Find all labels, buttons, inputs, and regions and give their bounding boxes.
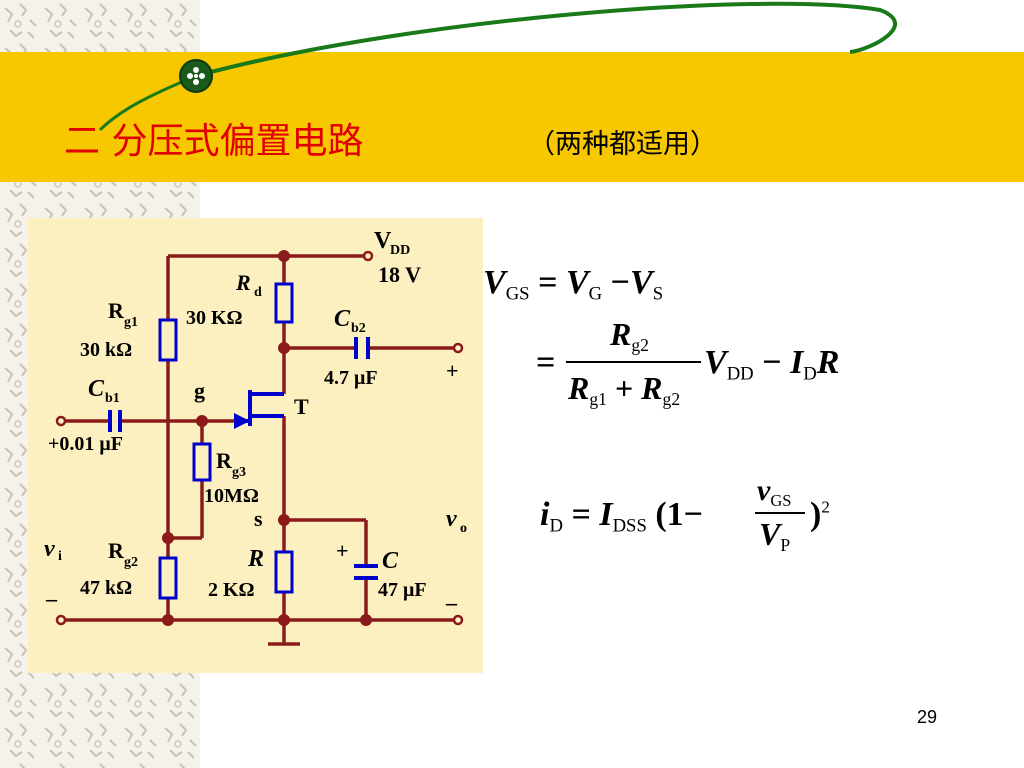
f3-num: v <box>757 474 771 507</box>
cb1-label: C <box>88 376 105 402</box>
jfet-gate-arrow <box>234 413 250 429</box>
f1-lhs-sub: GS <box>505 283 530 305</box>
r-value: 2 KΩ <box>208 579 255 601</box>
f2-i-sub: D <box>803 363 817 385</box>
rg2-label: R <box>108 538 125 563</box>
f3-i: I <box>599 496 613 533</box>
f3-power: 2 <box>821 497 830 517</box>
f2-num-sub: g2 <box>631 335 649 356</box>
formula-vgs: VGS = VG −VS <box>483 264 663 306</box>
f1-eq: = <box>538 264 558 301</box>
resistors <box>158 282 294 600</box>
cb2-value: 4.7 μF <box>324 367 378 389</box>
f3-lhs: i <box>540 496 550 533</box>
rg3-label: R <box>216 448 233 473</box>
output-plus-label: + <box>446 358 459 383</box>
terminals <box>55 250 464 626</box>
f2-minus: − <box>762 344 782 381</box>
vi-sub: i <box>58 549 62 564</box>
vi-label: v <box>44 536 55 562</box>
rg2-sub: g2 <box>124 555 138 570</box>
rg3-sub: g3 <box>232 465 246 480</box>
f2-denominator: Rg1 + Rg2 <box>568 370 680 410</box>
cb2-label: C <box>334 306 351 332</box>
rg1-label: R <box>108 298 125 323</box>
circuit-wires <box>66 254 454 646</box>
circuit-diagram: V DD 18 V R d 30 KΩ C b2 4.7 μF R g1 30 … <box>44 228 467 646</box>
rg2-value: 47 kΩ <box>80 577 132 599</box>
f2-numerator: Rg2 <box>610 316 649 356</box>
f2-den-b: R <box>641 370 663 406</box>
junction-dots <box>162 250 372 626</box>
f3-i-sub: DSS <box>612 515 647 537</box>
f1-a-sub: G <box>588 283 603 305</box>
page-number: 29 <box>917 707 938 727</box>
vdd-label: V <box>374 228 392 254</box>
f2-den-b-sub: g2 <box>662 389 681 410</box>
vo-sub: o <box>460 521 467 536</box>
rd-value: 30 KΩ <box>186 307 243 329</box>
f3-den: V <box>759 516 781 552</box>
f2-i: I <box>790 344 804 381</box>
f2-den-a: R <box>568 370 590 406</box>
f2-den-plus: + <box>614 370 634 406</box>
output-minus-label: – <box>445 590 458 615</box>
t-label: T <box>294 394 309 419</box>
vdd-value: 18 V <box>378 262 421 287</box>
cb2-sub: b2 <box>351 321 366 336</box>
capacitors <box>108 337 378 580</box>
rg1-value: 30 kΩ <box>80 339 132 361</box>
f1-lhs: V <box>483 264 506 301</box>
circuit-panel <box>28 218 483 673</box>
f3-eq: = <box>571 496 591 533</box>
slide-subtitle: （两种都适用） <box>528 129 717 160</box>
f3-den-sub: P <box>780 535 791 556</box>
f3-lhs-sub: D <box>549 515 563 537</box>
f1-minus: − <box>610 264 631 301</box>
f3-open: (1− <box>655 496 704 533</box>
formula-vdd-idr: VDD − IDR <box>704 344 839 386</box>
c-label: C <box>382 548 399 574</box>
formula-id: iD = IDSS (1− <box>540 496 703 538</box>
slide-title: 二 分压式偏置电路 <box>64 121 364 162</box>
f3-num-sub: GS <box>770 490 792 510</box>
input-minus-label: – <box>45 586 58 611</box>
f3-close: ) <box>810 496 822 533</box>
f2-eq: = <box>536 344 556 381</box>
f3-close-group: )2 <box>810 496 830 534</box>
rd-sub: d <box>254 285 262 300</box>
f3-fraction-bar <box>755 512 805 514</box>
f3-denominator: VP <box>759 516 790 556</box>
f2-num: R <box>610 316 632 352</box>
vdd-sub: DD <box>390 243 410 258</box>
rg1-sub: g1 <box>124 315 138 330</box>
f2-fraction-bar <box>566 361 701 363</box>
r-label: R <box>247 546 264 572</box>
f3-numerator: vGS <box>757 474 791 511</box>
bullet-badge-icon <box>179 59 213 93</box>
f1-b-sub: S <box>652 283 664 305</box>
vo-label: v <box>446 506 457 532</box>
cb1-sub: b1 <box>105 391 120 406</box>
cb1-value: +0.01 μF <box>48 433 123 455</box>
f2-v-sub: DD <box>726 363 754 385</box>
rg3-value: 10MΩ <box>204 485 259 507</box>
f1-b: V <box>630 264 653 301</box>
f2-v: V <box>704 344 727 381</box>
f1-a: V <box>565 264 589 301</box>
f2-r: R <box>816 344 840 381</box>
rd-label: R <box>235 270 251 295</box>
c-plus-label: + <box>336 538 349 563</box>
g-label: g <box>194 378 205 403</box>
s-label: s <box>254 506 263 531</box>
f2-den-a-sub: g1 <box>589 389 607 410</box>
c-value: 47 μF <box>378 579 427 601</box>
